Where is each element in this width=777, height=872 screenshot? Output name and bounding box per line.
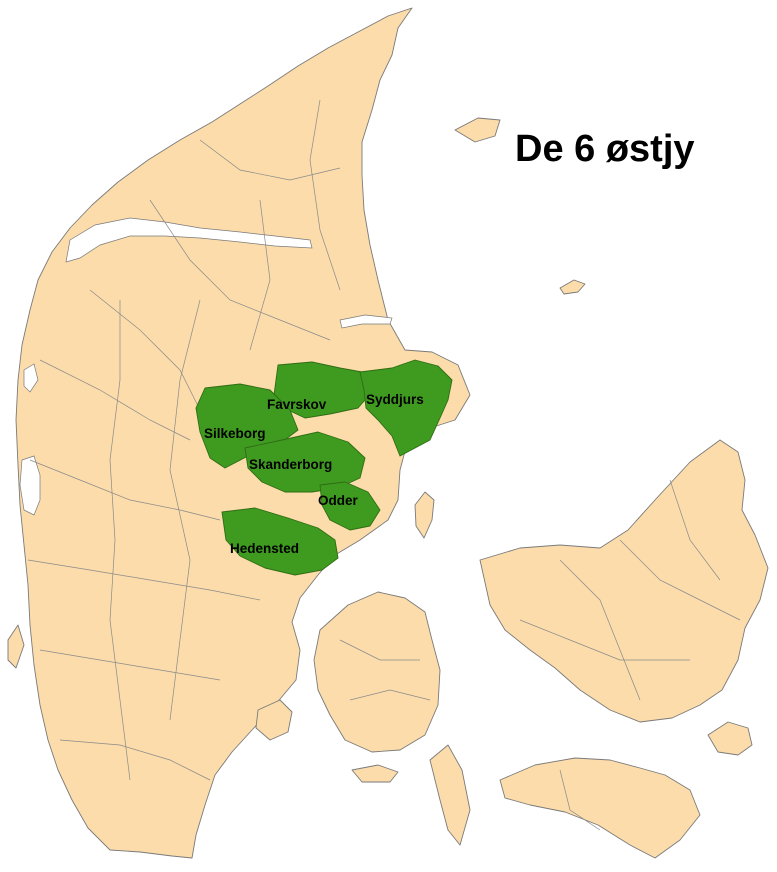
label-odder: Odder [318,493,359,508]
lolland-falster-island [499,757,701,859]
municipality-region-hedensted[interactable] [221,507,339,576]
municipality-region-syddjurs[interactable] [359,359,453,457]
municipality-region-odder[interactable] [319,481,381,531]
aero-island [351,764,399,783]
limfjord-water [65,217,313,263]
mariager-fjord-water [339,314,393,329]
label-favrskov: Favrskov [267,397,327,412]
municipality-borders [27,99,741,831]
nissum-fjord-water [23,363,39,393]
moen-island [707,721,753,756]
map-title: De 6 østjy [515,128,695,170]
zealand-island [479,439,769,723]
ringkobing-fjord-water [19,455,41,516]
label-hedensted: Hedensted [230,541,299,556]
samso-island [414,491,435,539]
label-silkeborg: Silkeborg [204,426,266,441]
municipality-region-skanderborg[interactable] [244,431,366,493]
highlighted-municipalities [195,359,453,576]
langeland-island [429,744,471,846]
als-island [255,699,293,741]
laeso-island [454,117,501,143]
anholt-island [559,279,586,295]
label-syddjurs: Syddjurs [366,392,424,407]
funen-island [313,591,441,753]
fanoe-island [7,624,25,669]
label-skanderborg: Skanderborg [249,457,332,472]
